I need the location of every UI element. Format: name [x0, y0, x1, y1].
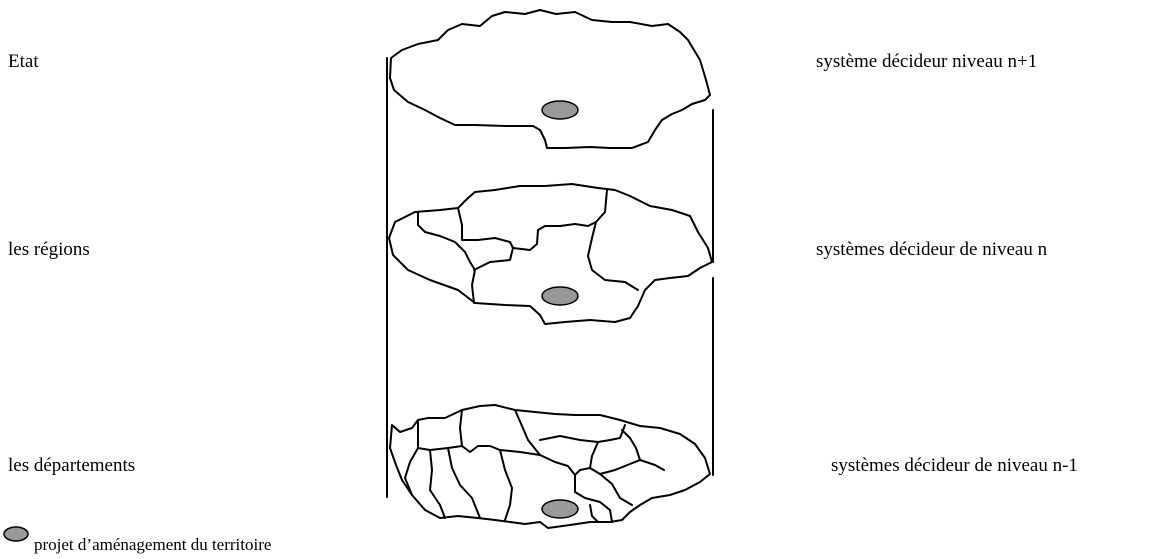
- legend-label: projet d’aménagement du territoire: [34, 536, 271, 553]
- department-border: [430, 450, 445, 518]
- region-border: [458, 190, 607, 250]
- region-border: [588, 222, 638, 290]
- department-border: [575, 468, 590, 475]
- department-border: [590, 505, 598, 522]
- project-marker-etat: [542, 101, 578, 119]
- department-border: [622, 430, 640, 460]
- project-marker-departements: [542, 500, 578, 518]
- department-border: [418, 420, 575, 492]
- department-border: [460, 410, 462, 446]
- region-border: [474, 248, 513, 270]
- region-border: [418, 212, 475, 303]
- department-border: [540, 425, 625, 442]
- department-border: [515, 410, 540, 455]
- department-border: [448, 448, 480, 518]
- department-border: [500, 450, 512, 520]
- department-border: [600, 474, 632, 505]
- project-marker-regions: [542, 287, 578, 305]
- etat-map-outline: [390, 10, 710, 148]
- department-border: [590, 442, 664, 474]
- legend-marker-icon: [2, 525, 30, 543]
